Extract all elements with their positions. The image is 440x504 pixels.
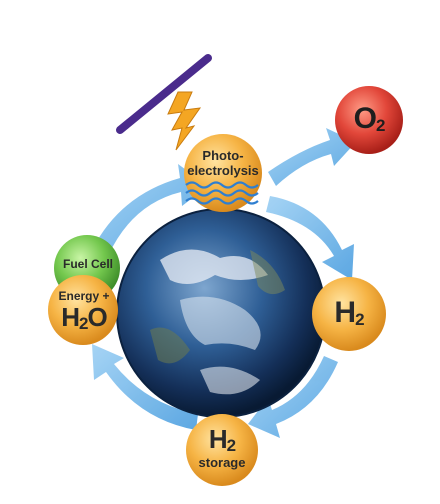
storage-node <box>186 414 258 486</box>
photolysis-node <box>184 134 262 212</box>
hydrogen-node <box>312 277 386 351</box>
hydrogen-label: H2 <box>320 296 378 329</box>
arrow-storage-to-fuelcell <box>92 344 198 430</box>
lightning-bolt-icon <box>167 91 202 151</box>
arrow-hydrogen-to-storage <box>248 356 338 438</box>
water-subscript: 2 <box>79 314 89 333</box>
storage-subscript: 2 <box>226 436 237 455</box>
storage-label: H2 storage <box>190 426 254 469</box>
hydrogen-element: H <box>334 296 356 329</box>
sunlight-bar <box>116 54 212 134</box>
hydrogen-subscript: 2 <box>355 310 365 329</box>
energy-water-node <box>48 275 118 345</box>
energy-water-label: Energy + H2O <box>52 290 116 332</box>
arrow-fuelcell-to-photolysis <box>92 164 208 256</box>
water-wave-icon <box>185 181 259 205</box>
fuel-cell-text: Fuel Cell <box>62 257 113 271</box>
oxygen-subscript: 2 <box>375 116 386 135</box>
water-o: O <box>87 302 108 332</box>
photolysis-label: Photo- electrolysis <box>183 149 263 177</box>
earth-globe <box>116 208 326 418</box>
energy-text: Energy + <box>58 289 110 303</box>
cycle-arrows <box>92 128 356 438</box>
oxygen-node <box>335 86 403 154</box>
arrow-photolysis-to-hydrogen <box>266 196 354 280</box>
storage-text: storage <box>198 455 246 470</box>
oxygen-label: O2 <box>341 102 397 135</box>
photolysis-label-line2: electrolysis <box>187 163 259 178</box>
oxygen-element: O <box>353 102 377 135</box>
arrow-photolysis-to-oxygen <box>268 128 356 186</box>
water-h: H <box>61 302 80 332</box>
storage-element: H <box>208 424 228 454</box>
fuel-cell-label: Fuel Cell <box>57 258 119 270</box>
photolysis-label-line1: Photo- <box>202 148 244 163</box>
